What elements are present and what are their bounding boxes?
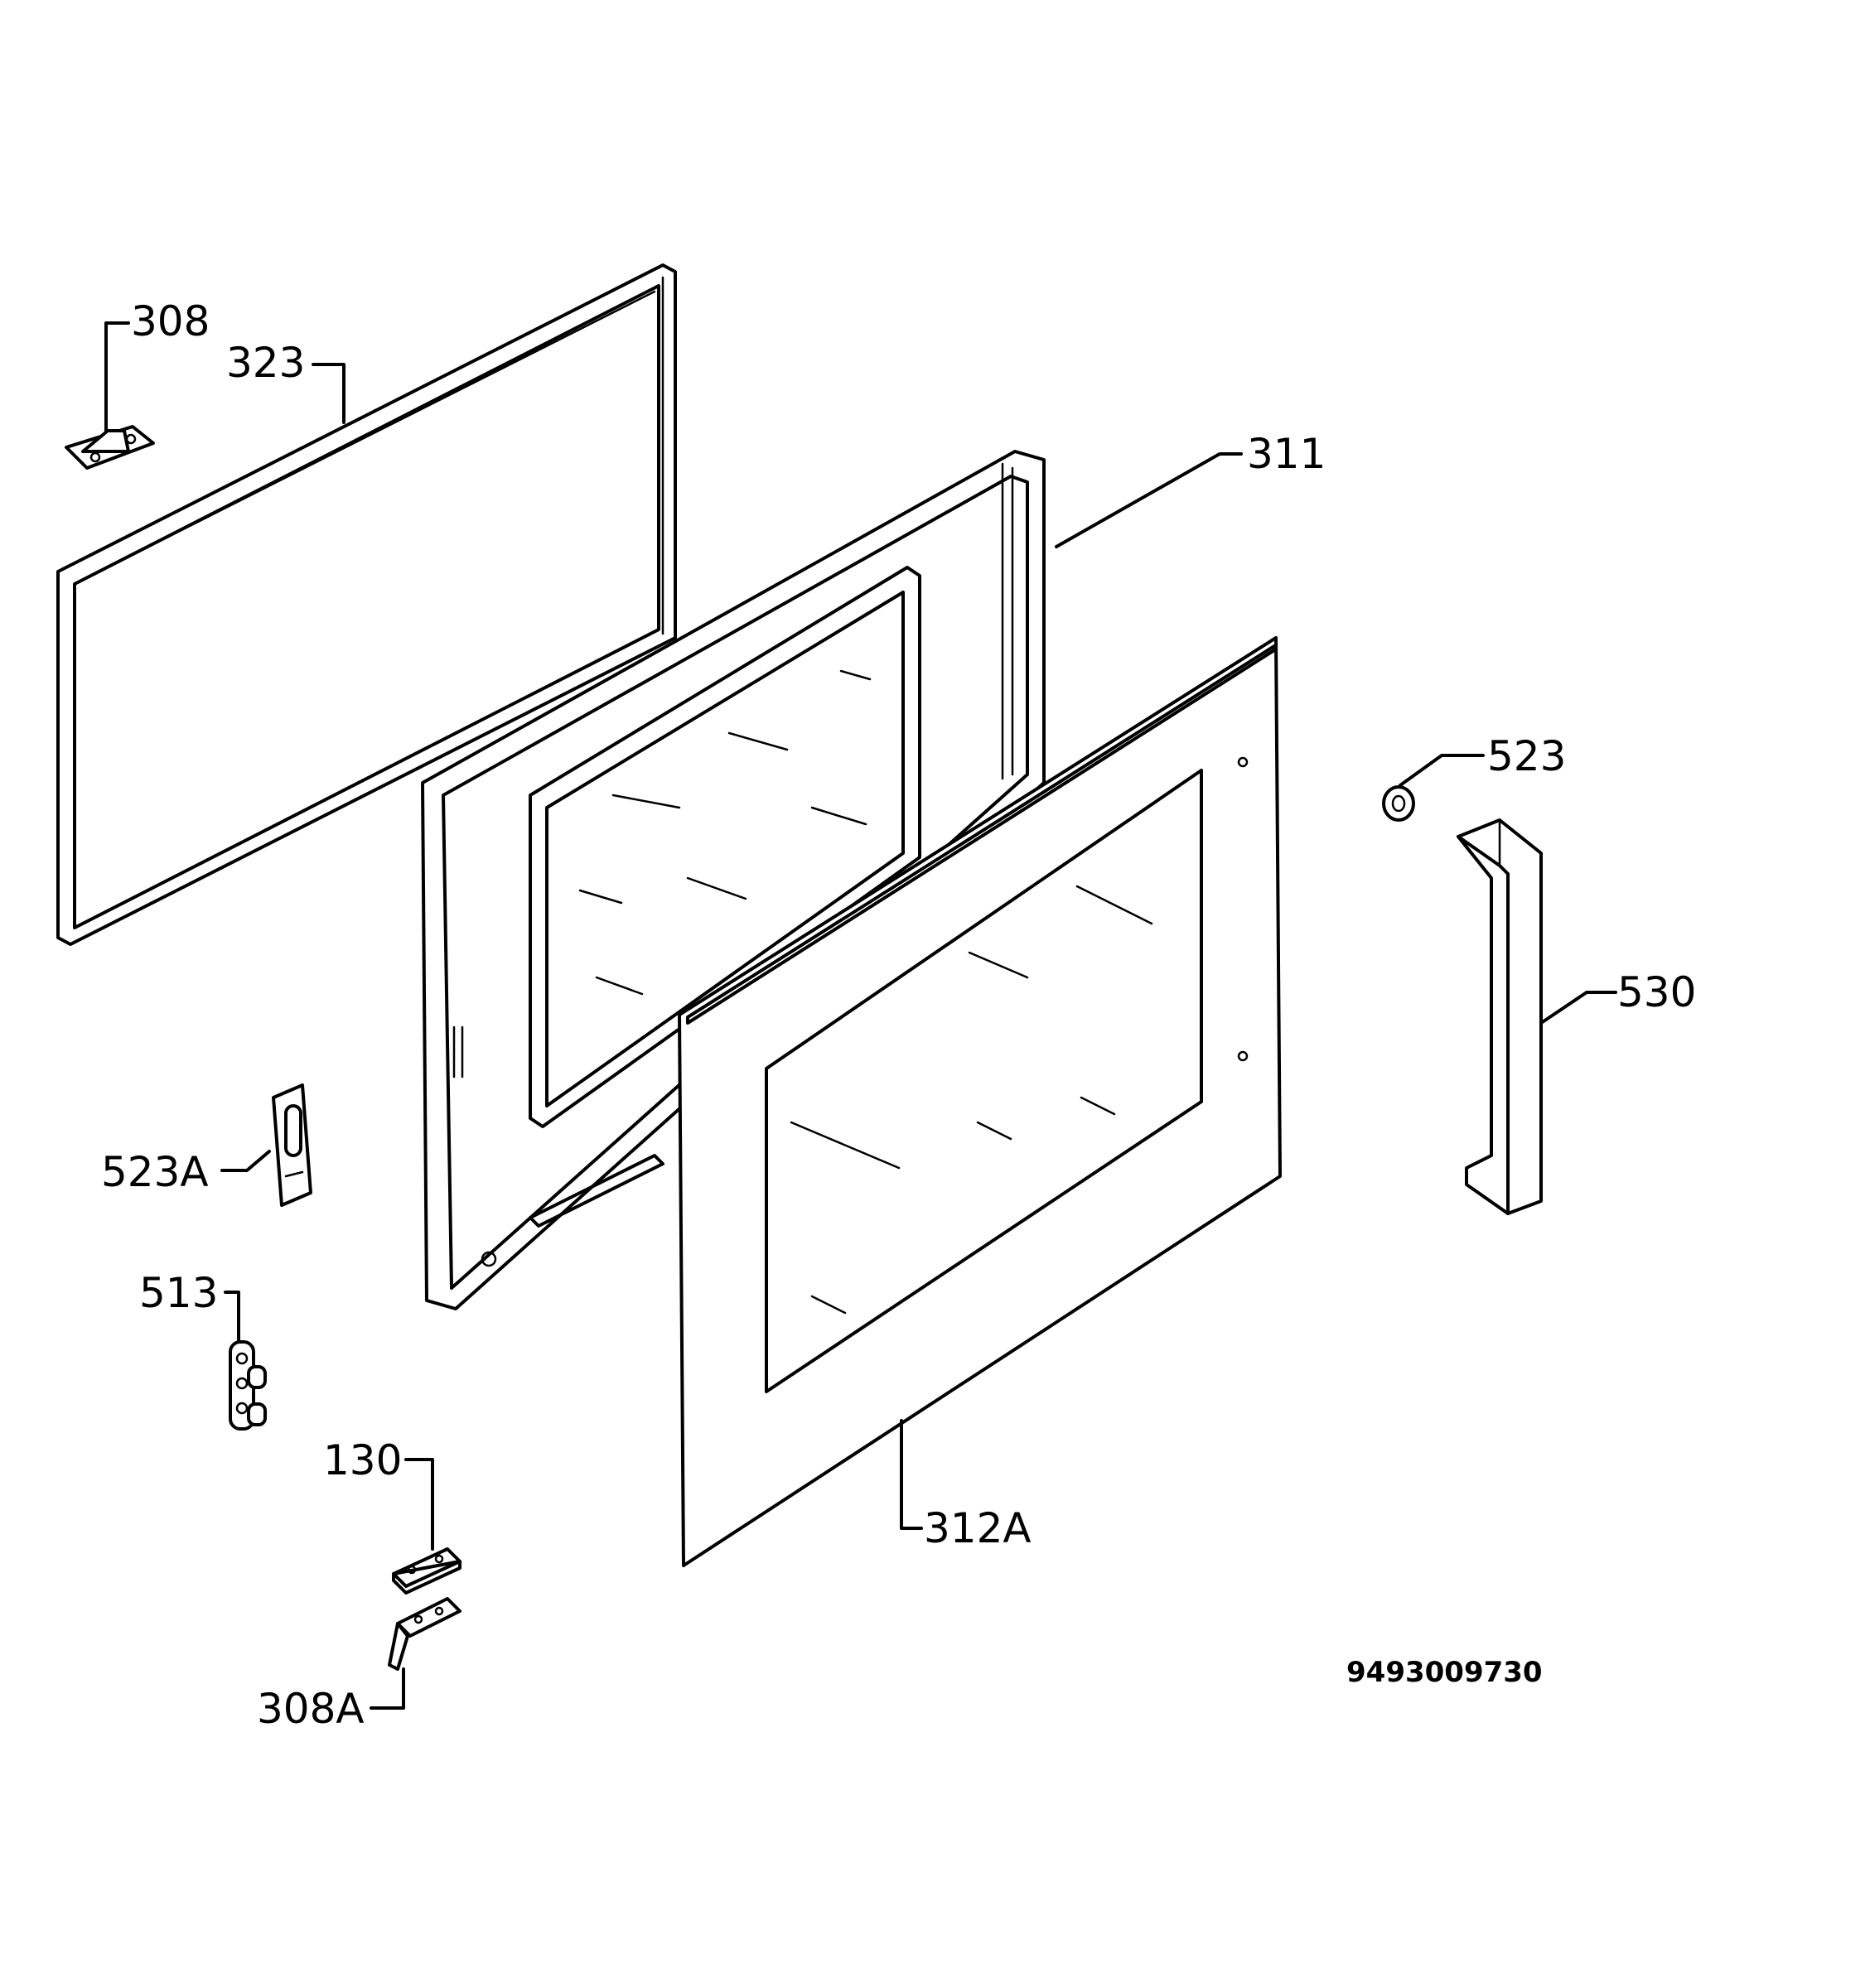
label-513: 513 bbox=[139, 1269, 218, 1317]
leader-lines bbox=[104, 321, 1617, 1710]
hinge-bracket-308 bbox=[65, 425, 155, 470]
label-308: 308 bbox=[131, 297, 210, 345]
label-523A: 523A bbox=[101, 1148, 209, 1196]
plate-130 bbox=[392, 1547, 461, 1595]
label-323: 323 bbox=[226, 339, 305, 387]
label-130: 130 bbox=[323, 1436, 402, 1484]
label-311: 311 bbox=[1247, 430, 1326, 478]
outer-glass-panel-312A bbox=[678, 636, 1282, 1567]
part-labels: 308 323 311 523 530 523A 513 130 312A 30… bbox=[101, 297, 1696, 1733]
label-308A: 308A bbox=[257, 1685, 365, 1733]
label-312A: 312A bbox=[924, 1504, 1032, 1552]
gasket-frame-323 bbox=[56, 263, 677, 946]
label-530: 530 bbox=[1617, 968, 1696, 1016]
drawing-number: 9493009730 bbox=[1346, 1656, 1543, 1689]
hinge-pin-513 bbox=[229, 1340, 267, 1431]
door-handle-530 bbox=[1457, 818, 1543, 1215]
washer-523 bbox=[1382, 785, 1415, 822]
hinge-bracket-308A bbox=[388, 1597, 461, 1671]
lock-keeper-523A bbox=[272, 1083, 312, 1207]
label-523: 523 bbox=[1487, 732, 1566, 780]
